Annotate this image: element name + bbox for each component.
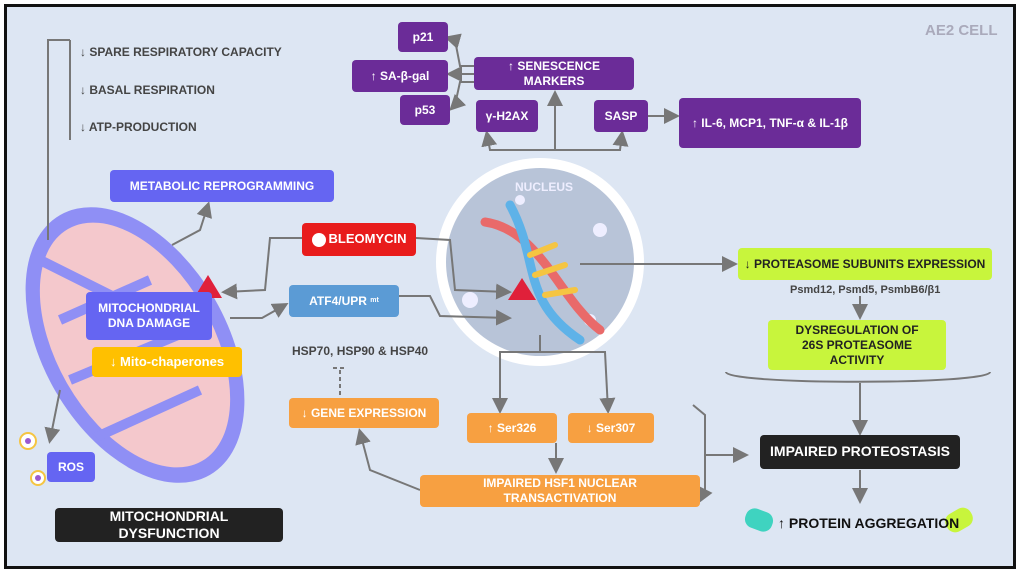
mitochondrion-icon xyxy=(25,207,245,483)
protein-aggregate-icon xyxy=(744,507,973,533)
ros-box: ROS xyxy=(47,452,95,482)
senescence-markers-box: ↑ SENESCENCE MARKERS xyxy=(474,57,634,90)
mito-dna-damage-box: MITOCHONDRIAL DNA DAMAGE xyxy=(86,292,212,340)
effect-atp: ↓ ATP-PRODUCTION xyxy=(80,120,197,134)
hsf1-box: IMPAIRED HSF1 NUCLEAR TRANSACTIVATION xyxy=(420,475,700,507)
hsp-label: HSP70, HSP90 & HSP40 xyxy=(292,344,429,358)
proteasome-box: ↓ PROTEASOME SUBUNITS EXPRESSION xyxy=(738,248,992,280)
proteostasis-box: IMPAIRED PROTEOSTASIS xyxy=(760,435,960,469)
atf4-superscript: mt xyxy=(370,296,379,304)
sa-bgal-box: ↑ SA-β-gal xyxy=(352,60,448,92)
sasp-box: SASP xyxy=(594,100,648,132)
atf4-label: ATF4/UPR xyxy=(309,293,367,308)
dna-icon xyxy=(480,200,605,345)
effect-basal-respiration: ↓ BASAL RESPIRATION xyxy=(80,83,215,97)
atf4-box: ATF4/UPR mt xyxy=(289,285,399,317)
subunits-label: Psmd12, Psmd5, PsmbB6/β1 xyxy=(790,284,941,296)
ser307-box: ↓ Ser307 xyxy=(568,413,654,443)
mito-dysfunction-box: MITOCHONDRIAL DYSFUNCTION xyxy=(55,508,283,542)
metabolic-reprogramming-box: METABOLIC REPROGRAMMING xyxy=(110,170,334,202)
pill-icon xyxy=(311,232,326,247)
ser326-box: ↑ Ser326 xyxy=(467,413,557,443)
p21-box: p21 xyxy=(398,22,448,52)
mito-chaperones-box: ↓ Mito-chaperones xyxy=(92,347,242,377)
gh2ax-box: γ-H2AX xyxy=(476,100,538,132)
nucleus-label: NUCLEUS xyxy=(515,180,574,194)
cell-label: AE2 CELL xyxy=(925,22,998,39)
effect-spare-capacity: ↓ SPARE RESPIRATORY CAPACITY xyxy=(80,45,282,59)
bleomycin-box: BLEOMYCIN xyxy=(302,223,416,256)
ros-icon xyxy=(19,432,46,486)
p53-box: p53 xyxy=(400,95,450,125)
aggregation-label: ↑ PROTEIN AGGREGATION xyxy=(778,515,960,531)
cytokines-box: ↑ IL-6, MCP1, TNF-α & IL-1β xyxy=(679,98,861,148)
bleomycin-label: BLEOMYCIN xyxy=(328,231,407,247)
gene-expression-box: ↓ GENE EXPRESSION xyxy=(289,398,439,428)
dysregulation-box: DYSREGULATION OF 26S PROTEASOME ACTIVITY xyxy=(768,320,946,370)
